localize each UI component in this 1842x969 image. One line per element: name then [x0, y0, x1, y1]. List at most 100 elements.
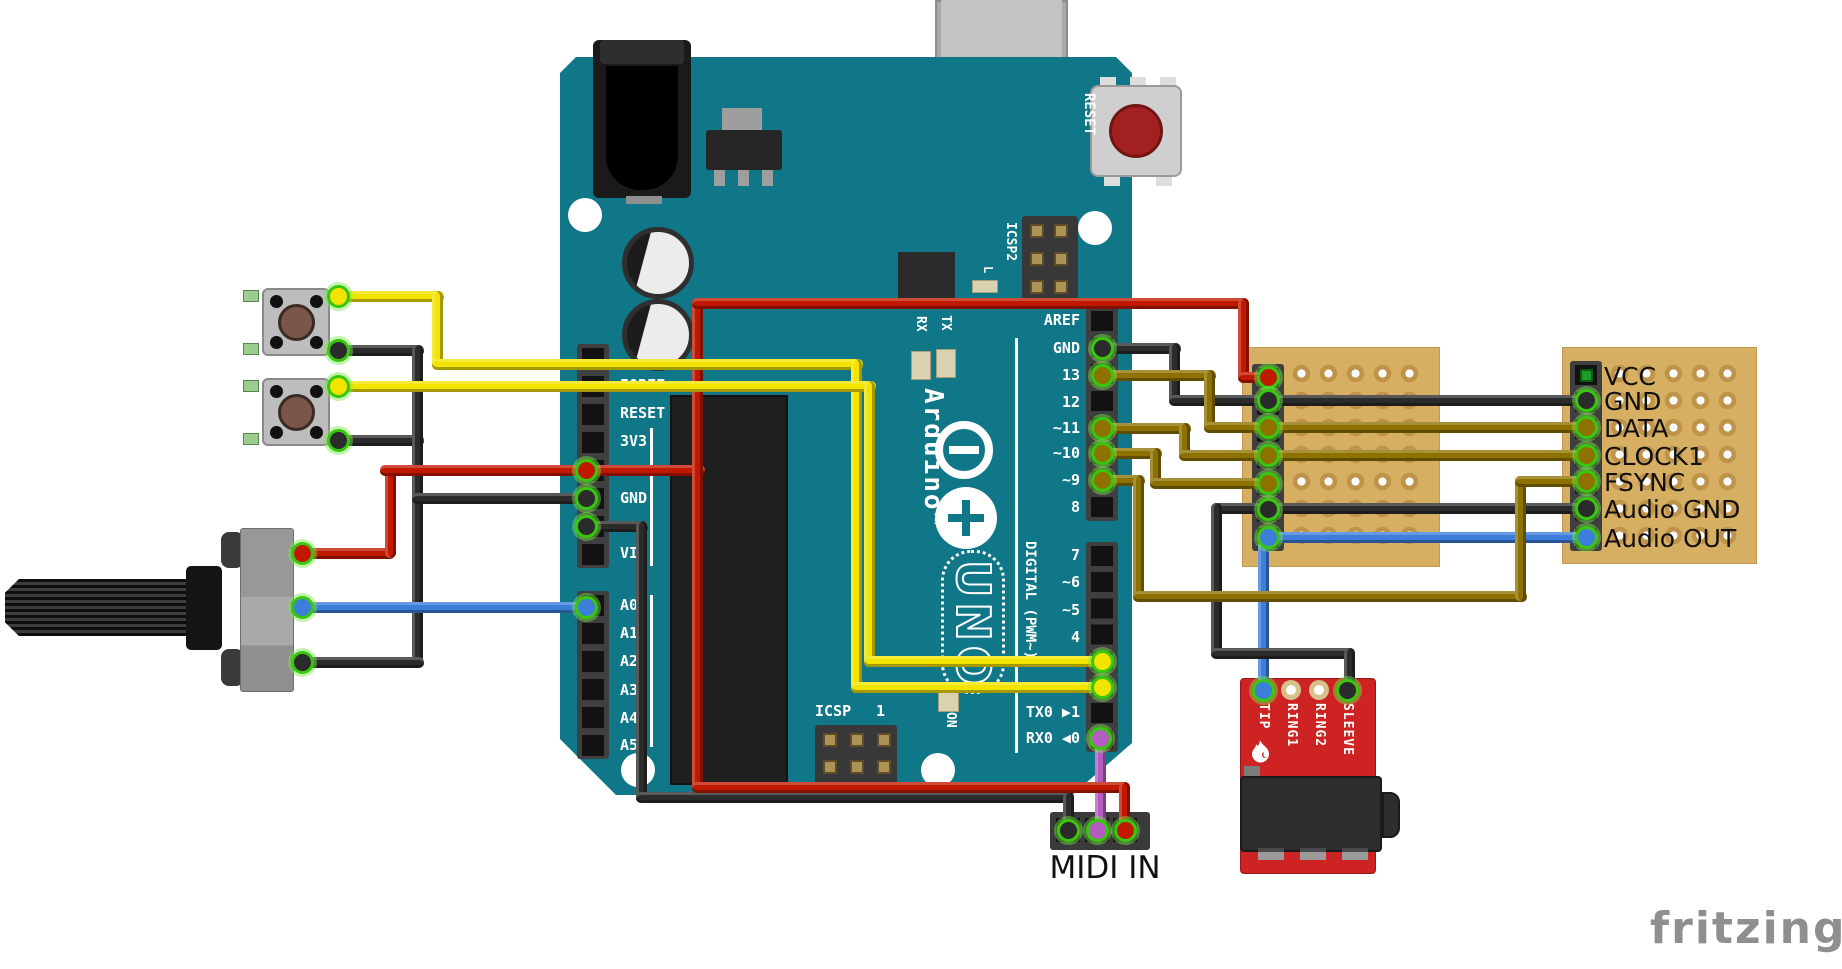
conn-gnd1[interactable]: [575, 487, 598, 510]
wire-olive-clock1[interactable]: [1179, 450, 1592, 461]
wire-olive-11-a[interactable]: [1097, 423, 1191, 434]
conn-trrs-tip[interactable]: [1252, 679, 1275, 702]
wire-olive-9-a[interactable]: [1097, 475, 1145, 486]
conn-mid-agnd[interactable]: [1257, 498, 1280, 521]
wire-red-5v[interactable]: [380, 465, 705, 476]
btn1-corner: [310, 336, 323, 349]
midi-in-label: MIDI IN: [1049, 850, 1161, 886]
conn-a0[interactable]: [575, 596, 598, 619]
wire-blue-tip-to-module[interactable]: [1258, 532, 1269, 696]
conn-pot3[interactable]: [291, 651, 314, 674]
conn-btn1-top[interactable]: [327, 285, 350, 308]
conn-midi-1[interactable]: [1057, 819, 1080, 842]
conn-btn2-top[interactable]: [327, 375, 350, 398]
wire-black-gnd2-b[interactable]: [636, 521, 647, 803]
conn-mid-cl ock[interactable]: [1257, 444, 1280, 467]
digital-header-lower[interactable]: [1086, 542, 1118, 752]
pot-collar: [186, 566, 222, 650]
conn-gnd2[interactable]: [575, 515, 598, 538]
fritzing-watermark: fritzing: [1650, 903, 1842, 954]
btn1-cap[interactable]: [278, 304, 315, 341]
conn-pot2[interactable]: [291, 596, 314, 619]
wire-red-top[interactable]: [692, 298, 1248, 309]
conn-d13[interactable]: [1091, 364, 1114, 387]
wire-yellow-btn1-e[interactable]: [851, 682, 1107, 693]
wire-black-pot[interactable]: [297, 657, 424, 668]
wire-olive-data[interactable]: [1204, 422, 1592, 433]
wire-red-vcc-drop[interactable]: [1238, 298, 1249, 382]
mounting-hole: [921, 753, 955, 787]
wire-olive-fsync-right[interactable]: [1515, 476, 1592, 487]
wire-olive-13-a[interactable]: [1097, 370, 1216, 381]
wire-olive-10-b[interactable]: [1150, 448, 1161, 488]
wire-black-agnd-b[interactable]: [1211, 503, 1222, 658]
conn-right-fsync[interactable]: [1575, 470, 1598, 493]
conn-right-data[interactable]: [1575, 416, 1598, 439]
conn-d2[interactable]: [1091, 676, 1114, 699]
conn-right-agnd[interactable]: [1575, 497, 1598, 520]
icsp-pin: [823, 760, 837, 774]
wire-red-pot-a[interactable]: [297, 548, 395, 559]
wire-black-agnd-c[interactable]: [1211, 648, 1355, 659]
wire-olive-fsync-mid[interactable]: [1150, 478, 1275, 489]
conn-mid-data[interactable]: [1257, 416, 1280, 439]
conn-btn1-bottom[interactable]: [327, 339, 350, 362]
wire-red-midi-a[interactable]: [692, 782, 1129, 793]
wire-black-gnd2-c[interactable]: [636, 792, 1074, 803]
conn-right-gnd[interactable]: [1575, 389, 1598, 412]
wire-black-gnd2-a[interactable]: [581, 521, 648, 532]
conn-trrs-sleeve[interactable]: [1336, 679, 1359, 702]
wire-olive-9-b[interactable]: [1133, 475, 1144, 601]
wire-black-gnd1[interactable]: [412, 493, 591, 504]
wire-black-agnd-a[interactable]: [1211, 503, 1592, 514]
btn2-corner: [310, 385, 323, 398]
wire-yellow-btn2-a[interactable]: [333, 381, 876, 392]
btn2-corner: [310, 426, 323, 439]
wire-black-btn1[interactable]: [333, 345, 424, 356]
conn-mid-fsync[interactable]: [1257, 472, 1280, 495]
wire-yellow-btn1-a[interactable]: [333, 291, 444, 302]
conn-pot1[interactable]: [291, 542, 314, 565]
wire-yellow-btn2-c[interactable]: [864, 656, 1107, 667]
wire-black-riser[interactable]: [412, 345, 423, 668]
conn-right-clock[interactable]: [1575, 444, 1598, 467]
wire-black-sleeve[interactable]: [1344, 648, 1355, 697]
conn-mid-gnd[interactable]: [1257, 389, 1280, 412]
conn-right-aout[interactable]: [1575, 526, 1598, 549]
pin-label-a1: A1: [620, 624, 639, 642]
conn-mid-vcc[interactable]: [1257, 366, 1280, 389]
conn-dgnd[interactable]: [1091, 337, 1114, 360]
wire-yellow-btn1-b[interactable]: [432, 291, 443, 369]
conn-d10[interactable]: [1091, 442, 1114, 465]
btn2-cap[interactable]: [278, 394, 315, 431]
conn-rx0[interactable]: [1089, 727, 1112, 750]
wire-yellow-btn2-b[interactable]: [864, 381, 875, 667]
wire-olive-10-a[interactable]: [1097, 448, 1162, 459]
conn-btn2-bottom[interactable]: [327, 429, 350, 452]
reset-button[interactable]: [1109, 104, 1163, 158]
wire-black-btn2[interactable]: [333, 435, 424, 446]
wire-red-riser[interactable]: [692, 298, 703, 792]
conn-d3[interactable]: [1091, 650, 1114, 673]
wire-blue-audio-out[interactable]: [1258, 532, 1592, 543]
analog-header[interactable]: [577, 591, 609, 759]
conn-d11[interactable]: [1091, 417, 1114, 440]
wire-black-gnd2-d[interactable]: [1063, 792, 1074, 836]
wire-black-dgnd-c[interactable]: [1169, 395, 1592, 406]
barrel-jack-foot: [626, 196, 662, 204]
wire-olive-13-b[interactable]: [1204, 370, 1215, 432]
wire-red-pot-b[interactable]: [385, 465, 396, 558]
wire-black-dgnd-a[interactable]: [1097, 343, 1181, 354]
wire-olive-11-b[interactable]: [1179, 423, 1190, 460]
conn-midi-2[interactable]: [1086, 819, 1109, 842]
wire-blue-pot-a0[interactable]: [297, 602, 591, 613]
conn-midi-3[interactable]: [1114, 819, 1137, 842]
wire-red-midi-b[interactable]: [1119, 782, 1130, 836]
wire-olive-9-c[interactable]: [1133, 591, 1527, 602]
conn-mid-aout[interactable]: [1257, 526, 1280, 549]
conn-d9[interactable]: [1091, 469, 1114, 492]
wire-yellow-btn1-d[interactable]: [851, 359, 862, 693]
conn-5v[interactable]: [575, 459, 598, 482]
wire-olive-9-d[interactable]: [1515, 476, 1526, 601]
wire-yellow-btn1-c[interactable]: [432, 359, 863, 370]
